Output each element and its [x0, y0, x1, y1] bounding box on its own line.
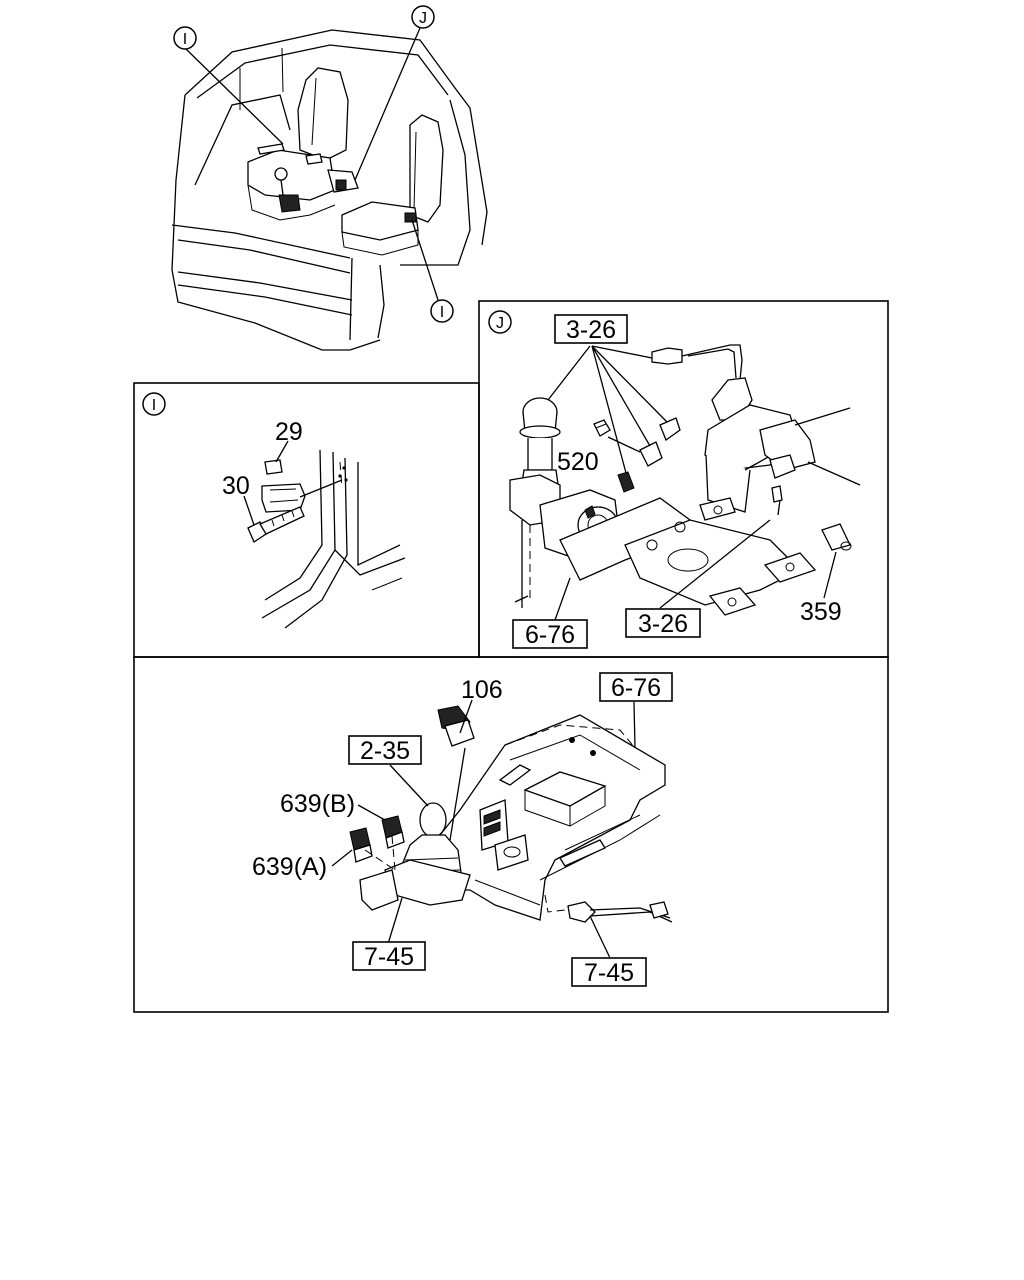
console-leaders — [331, 699, 636, 959]
label-359: 359 — [800, 598, 842, 626]
belt-catch-29 — [261, 459, 343, 513]
callout-j-text: J — [419, 10, 427, 27]
label-639b: 639(B) — [280, 790, 355, 818]
overview-callouts: I J I — [173, 5, 454, 323]
label-520: 520 — [557, 448, 599, 476]
switch-parts — [349, 705, 475, 863]
detail-j-tag-circle — [488, 310, 512, 334]
callout-j-circle — [411, 5, 435, 29]
ref-2-35: 2-35 — [360, 737, 410, 765]
ref-7-45-right: 7-45 — [584, 959, 634, 987]
ref-7-45-right-box — [571, 957, 647, 987]
ref-6-76-box — [512, 619, 588, 649]
ref-6-76: 6-76 — [525, 621, 575, 649]
detail-j-tag-text: J — [496, 315, 504, 332]
ref-3-26-bottom: 3-26 — [638, 610, 688, 638]
label-639a: 639(A) — [252, 853, 327, 881]
console-ref-6-76-box — [599, 672, 673, 702]
hose-fittings — [593, 417, 852, 551]
detail-i-tag-circle — [142, 392, 166, 416]
ref-7-45-left: 7-45 — [364, 943, 414, 971]
callout-i-top-circle — [173, 26, 197, 50]
callout-i-bottom-circle — [430, 299, 454, 323]
joystick-lever — [359, 802, 471, 911]
cab-wall-corner — [261, 449, 406, 629]
ref-3-26-bottom-box — [625, 608, 701, 638]
detail-i: I — [142, 392, 406, 629]
ref-3-26-top: 3-26 — [566, 316, 616, 344]
detail-i-frame — [133, 382, 480, 658]
label-30: 30 — [222, 472, 250, 500]
detail-j: J — [488, 310, 861, 649]
label-106: 106 — [461, 676, 503, 704]
console-body — [409, 714, 666, 921]
ref-2-35-box — [348, 735, 422, 765]
callout-i-bottom-text: I — [440, 304, 444, 321]
bolt-30 — [247, 506, 305, 543]
harness-7-45 — [544, 894, 673, 923]
right-control-lever — [651, 344, 861, 521]
callout-i-top-text: I — [183, 31, 187, 48]
console-ref-6-76: 6-76 — [611, 674, 661, 702]
label-29: 29 — [275, 418, 303, 446]
detail-frames — [133, 300, 889, 1013]
console-frame — [133, 656, 889, 1013]
mounting-bracket — [559, 497, 817, 616]
cab-overview-illustration — [171, 29, 488, 351]
console-detail: 106 6-76 2-35 639(B) 639(A) 7-45 7-45 — [252, 672, 673, 987]
detail-j-leaders — [547, 345, 837, 621]
ref-7-45-left-box — [352, 941, 426, 971]
ref-3-26-top-box — [554, 314, 628, 344]
detail-i-tag-text: I — [152, 397, 156, 414]
